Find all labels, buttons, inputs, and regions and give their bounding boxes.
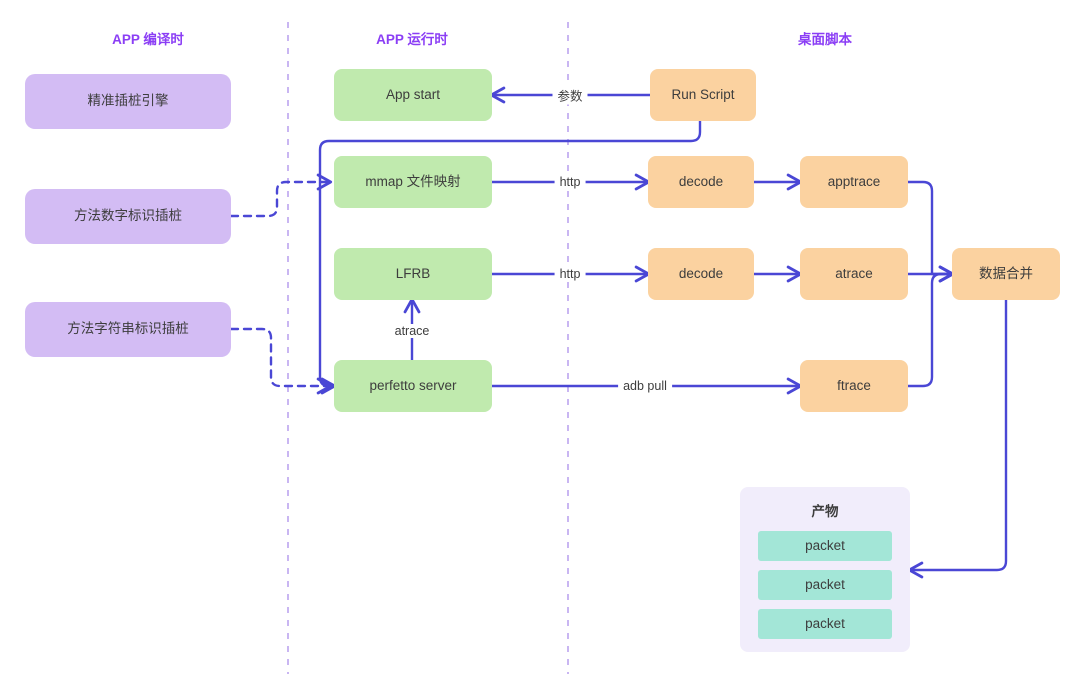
column-title-compile: APP 编译时	[112, 32, 184, 47]
node-atrace[interactable]: atrace	[800, 248, 908, 300]
node-decode-apptrace[interactable]: decode	[648, 156, 754, 208]
node-data-merge[interactable]: 数据合并	[952, 248, 1060, 300]
packet-item-2[interactable]: packet	[758, 570, 892, 600]
column-title-runtime: APP 运行时	[376, 32, 448, 47]
node-method-string-instrument[interactable]: 方法字符串标识插桩	[25, 302, 231, 357]
node-mmap-file-mapping[interactable]: mmap 文件映射	[334, 156, 492, 208]
edge-label-http-1: http	[554, 175, 586, 189]
edge-label-atrace: atrace	[389, 324, 435, 338]
edge-apptrace-to-merge	[906, 180, 955, 283]
node-perfetto-server[interactable]: perfetto server	[334, 360, 492, 412]
node-app-start[interactable]: App start	[334, 69, 492, 121]
packet-item-1[interactable]: packet	[758, 531, 892, 561]
node-lfrb[interactable]: LFRB	[334, 248, 492, 300]
node-decode-atrace[interactable]: decode	[648, 248, 754, 300]
edge-label-params: 参数	[552, 85, 588, 105]
column-title-desktop: 桌面脚本	[798, 32, 852, 47]
node-precise-instrument-engine[interactable]: 精准插桩引擎	[25, 74, 231, 129]
node-apptrace[interactable]: apptrace	[800, 156, 908, 208]
edge-ftrace-to-merge	[906, 265, 955, 388]
artifact-group-title: 产物	[811, 504, 839, 519]
edge-label-adb-pull: adb pull	[618, 379, 672, 393]
edge-merge-to-artifact	[907, 298, 1008, 579]
edge-string-instrument-to-perfetto	[229, 327, 333, 395]
node-method-digit-instrument[interactable]: 方法数字标识插桩	[25, 189, 231, 244]
node-run-script[interactable]: Run Script	[650, 69, 756, 121]
node-ftrace[interactable]: ftrace	[800, 360, 908, 412]
artifact-group: 产物 packet packet packet	[740, 487, 910, 652]
edge-label-http-2: http	[554, 267, 586, 281]
packet-item-3[interactable]: packet	[758, 609, 892, 639]
edge-digit-instrument-to-mmap	[229, 173, 333, 218]
